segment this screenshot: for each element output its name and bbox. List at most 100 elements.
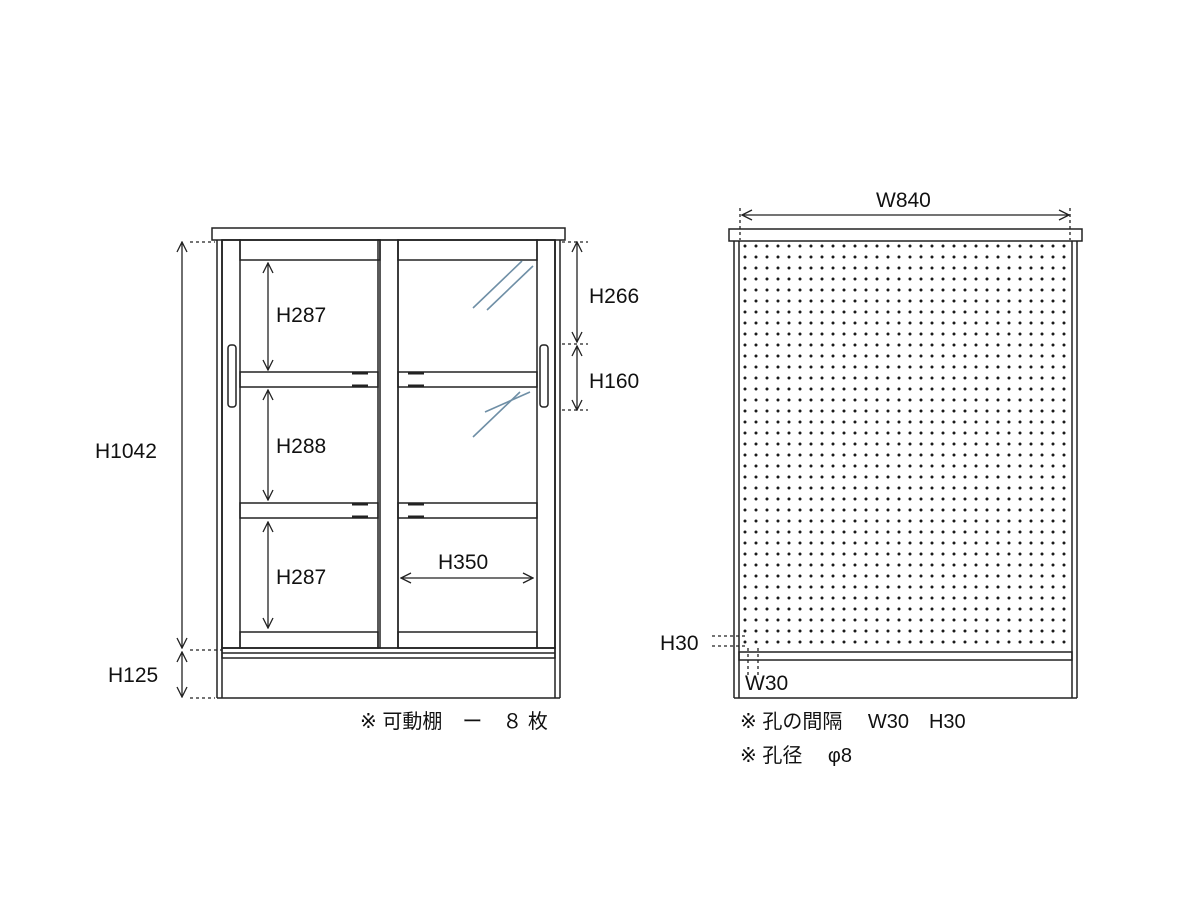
pegboard-hole [831, 596, 835, 600]
pegboard-hole [974, 453, 978, 457]
pegboard-hole [930, 541, 934, 545]
pegboard-hole [831, 376, 835, 380]
pegboard-hole [853, 453, 857, 457]
pegboard-hole [831, 277, 835, 281]
pegboard-hole [1007, 519, 1011, 523]
pegboard-hole [787, 288, 791, 292]
pegboard-hole [952, 596, 956, 600]
pegboard-hole [930, 332, 934, 336]
pegboard-hole [897, 541, 901, 545]
pegboard-hole [952, 332, 956, 336]
label-shelf-middle: H288 [276, 435, 326, 458]
pegboard-hole [1051, 541, 1055, 545]
pegboard-hole [1007, 288, 1011, 292]
pegboard-hole [1018, 563, 1022, 567]
pegboard-hole [1040, 310, 1044, 314]
pegboard-hole [853, 596, 857, 600]
pegboard-hole [864, 431, 868, 435]
pegboard-hole [820, 508, 824, 512]
pegboard-hole [1029, 431, 1033, 435]
pegboard-hole [996, 552, 1000, 556]
left-door-mullion [377, 239, 399, 649]
pegboard-hole [963, 508, 967, 512]
pegboard-hole [886, 244, 890, 248]
pegboard-hole [886, 552, 890, 556]
pegboard-hole [1040, 409, 1044, 413]
pegboard-hole [875, 277, 879, 281]
note-hole-diameter: ※ 孔径 φ8 [740, 744, 852, 767]
pegboard-hole [809, 376, 813, 380]
pegboard-hole [1051, 552, 1055, 556]
pegboard-hole [754, 453, 758, 457]
pegboard-hole [776, 365, 780, 369]
pegboard-hole [985, 541, 989, 545]
pegboard-hole [809, 618, 813, 622]
pegboard-hole [985, 585, 989, 589]
pegboard-hole [996, 365, 1000, 369]
pegboard-hole [842, 453, 846, 457]
pegboard-hole [831, 486, 835, 490]
pegboard-hole [743, 277, 747, 281]
pegboard-hole [1029, 354, 1033, 358]
pegboard-hole [908, 596, 912, 600]
pegboard-hole [776, 497, 780, 501]
pegboard-hole [886, 387, 890, 391]
pegboard-hole [1018, 398, 1022, 402]
pegboard-hole [754, 310, 758, 314]
pegboard-hole [820, 453, 824, 457]
pegboard-hole [919, 519, 923, 523]
pegboard-hole [864, 574, 868, 578]
pegboard-hole [974, 607, 978, 611]
pegboard-hole [875, 508, 879, 512]
pegboard-hole [765, 596, 769, 600]
pegboard-hole [886, 541, 890, 545]
pegboard-hole [864, 607, 868, 611]
pegboard-hole [886, 409, 890, 413]
pegboard-hole [842, 552, 846, 556]
pegboard-hole [875, 288, 879, 292]
pegboard-hole [974, 343, 978, 347]
shelf-2-left [239, 502, 379, 519]
pegboard-hole [820, 464, 824, 468]
pegboard-hole [985, 409, 989, 413]
back-top-board [728, 228, 1083, 242]
pegboard-hole [908, 299, 912, 303]
pegboard-hole [952, 497, 956, 501]
pegboard-hole [875, 541, 879, 545]
pegboard-hole [941, 442, 945, 446]
pegboard-hole [875, 332, 879, 336]
pegboard-hole [853, 332, 857, 336]
pegboard-hole [996, 464, 1000, 468]
pegboard-hole [897, 387, 901, 391]
pegboard-hole [974, 629, 978, 633]
pegboard-hole [941, 420, 945, 424]
pegboard-hole [831, 354, 835, 358]
pegboard-hole [1029, 376, 1033, 380]
pegboard-hole [853, 376, 857, 380]
pegboard-hole [864, 596, 868, 600]
pegboard-hole [1051, 288, 1055, 292]
pegboard-hole [1018, 310, 1022, 314]
pegboard-hole [974, 277, 978, 281]
pegboard-hole [908, 310, 912, 314]
pegboard-hole [853, 552, 857, 556]
pegboard-hole [974, 354, 978, 358]
shelf-1-left [239, 371, 379, 388]
pegboard-hole [1018, 365, 1022, 369]
pegboard-hole [919, 365, 923, 369]
pegboard-hole [776, 398, 780, 402]
pegboard-hole [1062, 376, 1066, 380]
pegboard-hole [1062, 365, 1066, 369]
pegboard-hole [776, 310, 780, 314]
pegboard-hole [952, 244, 956, 248]
pegboard-hole [963, 354, 967, 358]
pegboard-hole [886, 321, 890, 325]
pegboard-hole [985, 376, 989, 380]
pegboard-hole [743, 530, 747, 534]
pegboard-hole [820, 596, 824, 600]
pegboard-hole [831, 442, 835, 446]
pegboard-hole [787, 508, 791, 512]
pegboard-hole [919, 321, 923, 325]
pegboard-hole [1029, 519, 1033, 523]
pegboard-hole [743, 398, 747, 402]
